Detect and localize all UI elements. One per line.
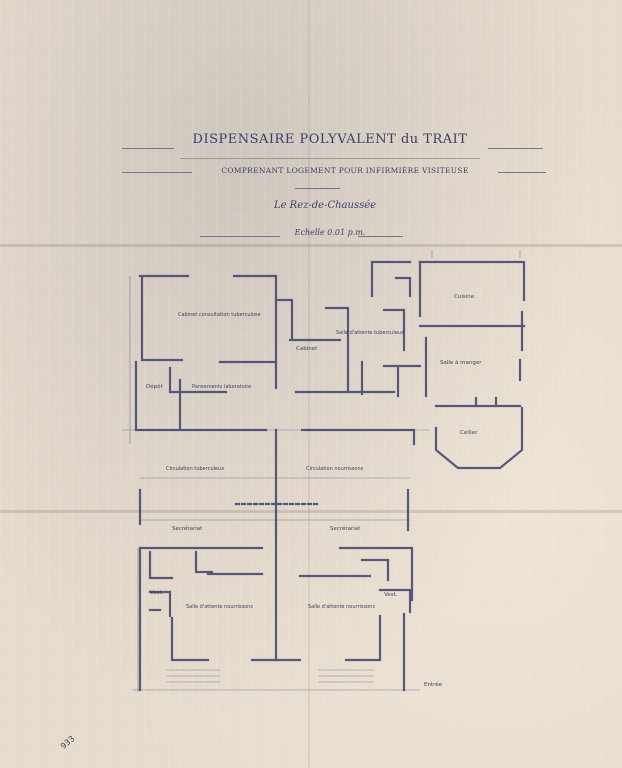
wall [324,306,350,394]
paper-fold [0,510,622,513]
scale-rule [358,236,403,237]
room-label-salle-soins: Salle d'attente tuberculeux [336,330,404,336]
room-label-secretariat-right: Secrétariat [330,526,361,532]
wall [170,616,210,662]
document-title: DISPENSAIRE POLYVALENT du TRAIT [192,132,468,147]
room-label-consultation: Cabinet consultation tuberculose [178,312,261,318]
wall [168,366,228,394]
document-subtitle: COMPRENANT LOGEMENT POUR INFIRMIÈRE VISI… [221,166,469,175]
wall [378,588,412,614]
divider-rule [295,188,340,189]
room-label-circulation-nourrissons: Circulation nourrissons [306,466,364,472]
entry-note: Entrée [424,682,443,688]
room-label-cellier: Cellier [460,430,478,436]
room-label-attente-left: Salle d'attente nourrissons [186,604,253,610]
wall [140,276,184,362]
wall [382,308,406,352]
scale-note: Echelle 0.01 p.m. [294,228,366,237]
title-underline [180,158,480,159]
wall [274,298,294,340]
subtitle-rule [122,172,192,173]
room-label-salle-manger: Salle à manger [440,360,482,366]
wall [148,550,174,580]
wall [194,550,214,574]
level-title: Le Rez-de-Chaussée [273,200,377,211]
room-label-circulation-tuberculeux: Circulation tuberculeux [166,466,225,472]
wall [394,276,412,298]
subtitle-rule [498,172,546,173]
wall [232,274,278,390]
bay-window-wall [434,406,524,470]
dimension-line [122,276,300,444]
title-rule [122,148,174,149]
title-rule [488,148,543,149]
wall [344,614,382,662]
room-label-depot: Dépôt [146,384,163,390]
wall [360,558,390,582]
room-label-secretariat-left: Secrétariat [172,526,203,532]
room-label-attente-right: Salle d'attente nourrissons [308,604,375,610]
wall [474,396,498,408]
entry-steps [318,669,374,683]
room-label-pansements: Pansements laboratoire [192,384,252,390]
wall [418,260,526,302]
wall [300,428,416,446]
paper-fold [0,244,622,247]
room-label-cuisine: Cuisine [454,294,475,300]
room-label-vestiaire-left: Vest. [150,590,164,596]
paper-fold [308,0,310,768]
entry-steps [166,669,220,683]
wall [338,546,414,602]
wall [148,590,172,618]
scale-rule [200,236,280,237]
dimension-tick [431,250,521,258]
room-label-cabinet: Cabinet [296,346,318,352]
room-label-vestiaire-right: Vest. [384,592,398,598]
